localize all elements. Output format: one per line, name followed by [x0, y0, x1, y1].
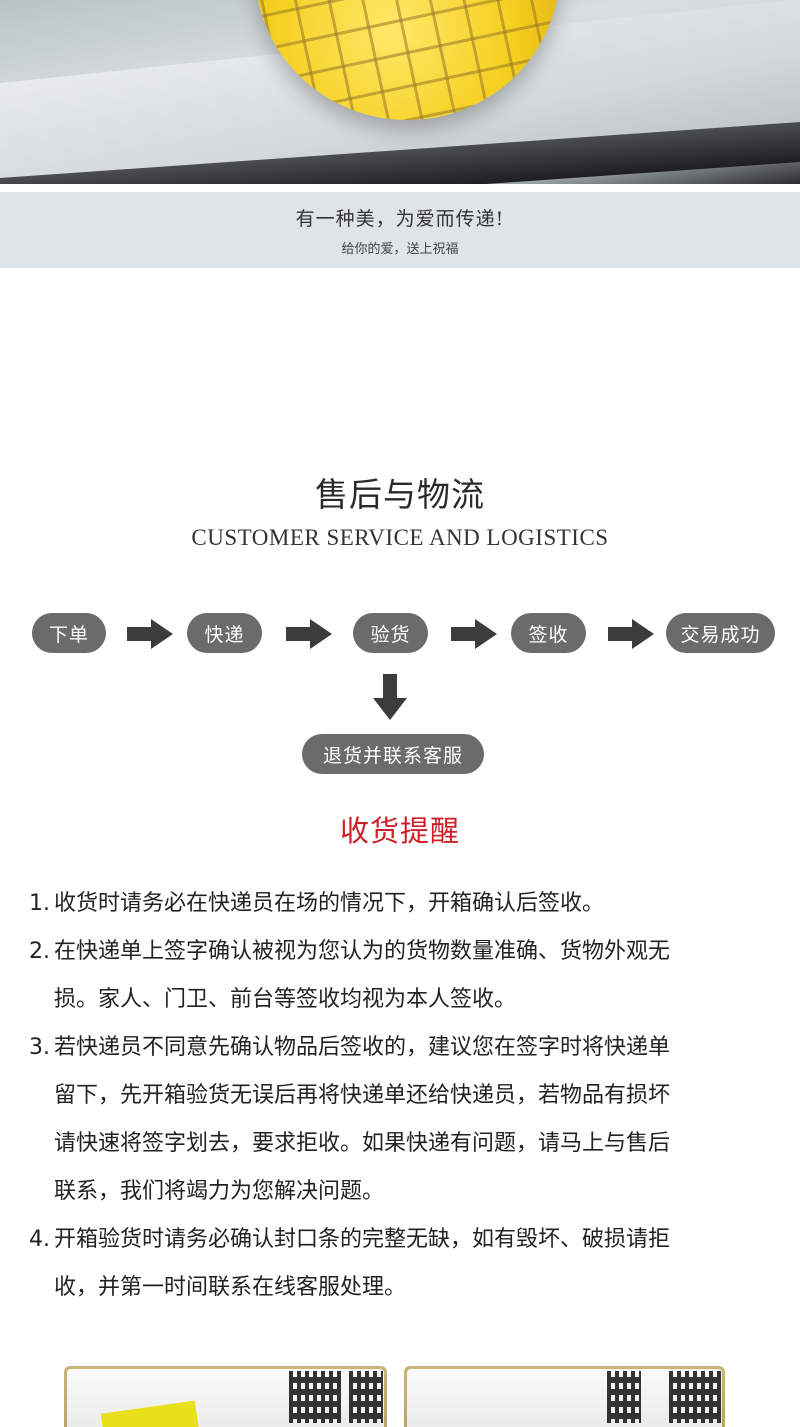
reminder-item-number: 1. [29, 891, 50, 916]
reminder-line: 在快递单上签字确认被视为您认为的货物数量准确、货物外观无 [54, 939, 671, 964]
reminder-item: 4. 开箱验货时请务必确认封口条的完整无缺，如有毁坏、破损请拒 收，并第一时间联… [29, 1216, 789, 1312]
reminder-line: 收，并第一时间联系在线客服处理。 [54, 1275, 407, 1300]
flow-step-inspect: 验货 [353, 613, 428, 653]
reminder-item-number: 3. [29, 1035, 50, 1060]
reminder-line: 开箱验货时请务必确认封口条的完整无缺，如有毁坏、破损请拒 [54, 1227, 671, 1252]
reminder-line: 损。家人、门卫、前台等签收均视为本人签收。 [54, 987, 517, 1012]
caption-band: 有一种美，为爱而传递! 给你的爱，送上祝福 [0, 192, 800, 268]
reminder-line: 收货时请务必在快递员在场的情况下，开箱确认后签收。 [54, 891, 605, 916]
arrow-down-icon [373, 674, 407, 720]
reminder-item-number: 4. [29, 1227, 50, 1252]
caption-slogan: 有一种美，为爱而传递! [295, 208, 505, 230]
reminder-item: 2. 在快递单上签字确认被视为您认为的货物数量准确、货物外观无 损。家人、门卫、… [29, 928, 789, 1024]
qr-code-icon [289, 1371, 341, 1423]
arrow-right-icon [608, 619, 654, 649]
reminder-item: 3. 若快递员不同意先确认物品后签收的，建议您在签字时将快递单 留下，先开箱验货… [29, 1024, 789, 1216]
reminder-list: 1. 收货时请务必在快递员在场的情况下，开箱确认后签收。 2. 在快递单上签字确… [29, 880, 789, 1312]
yellow-sticker [100, 1400, 201, 1427]
arrow-right-icon [286, 619, 332, 649]
reminder-line: 若快递员不同意先确认物品后签收的，建议您在签字时将快递单 [54, 1035, 671, 1060]
arrow-right-icon [127, 619, 173, 649]
flow-step-express: 快递 [187, 613, 262, 653]
flow-step-signoff: 签收 [511, 613, 586, 653]
reminder-item: 1. 收货时请务必在快递员在场的情况下，开箱确认后签收。 [29, 880, 789, 928]
reminder-line: 留下，先开箱验货无误后再将快递单还给快递员，若物品有损坏 [54, 1083, 671, 1108]
flow-step-order: 下单 [32, 613, 106, 653]
reminder-title: 收货提醒 [339, 814, 460, 848]
section-title: 售后与物流 [315, 475, 485, 514]
flow-step-complete: 交易成功 [666, 613, 775, 653]
flow-step-return: 退货并联系客服 [302, 734, 484, 774]
arrow-right-icon [451, 619, 497, 649]
reminder-item-number: 2. [29, 939, 50, 964]
section-subtitle: CUSTOMER SERVICE AND LOGISTICS [191, 525, 609, 550]
qr-code-icon [607, 1371, 641, 1423]
package-photo [404, 1366, 725, 1427]
reminder-line: 联系，我们将竭力为您解决问题。 [54, 1179, 385, 1204]
reminder-line: 请快速将签字划去，要求拒收。如果快递有问题，请马上与售后 [54, 1131, 671, 1156]
qr-code-icon [349, 1371, 383, 1423]
caption-blessing: 给你的爱，送上祝福 [341, 242, 459, 257]
qr-code-icon [669, 1371, 721, 1423]
hero-photo [0, 0, 800, 184]
package-photo [64, 1366, 387, 1427]
